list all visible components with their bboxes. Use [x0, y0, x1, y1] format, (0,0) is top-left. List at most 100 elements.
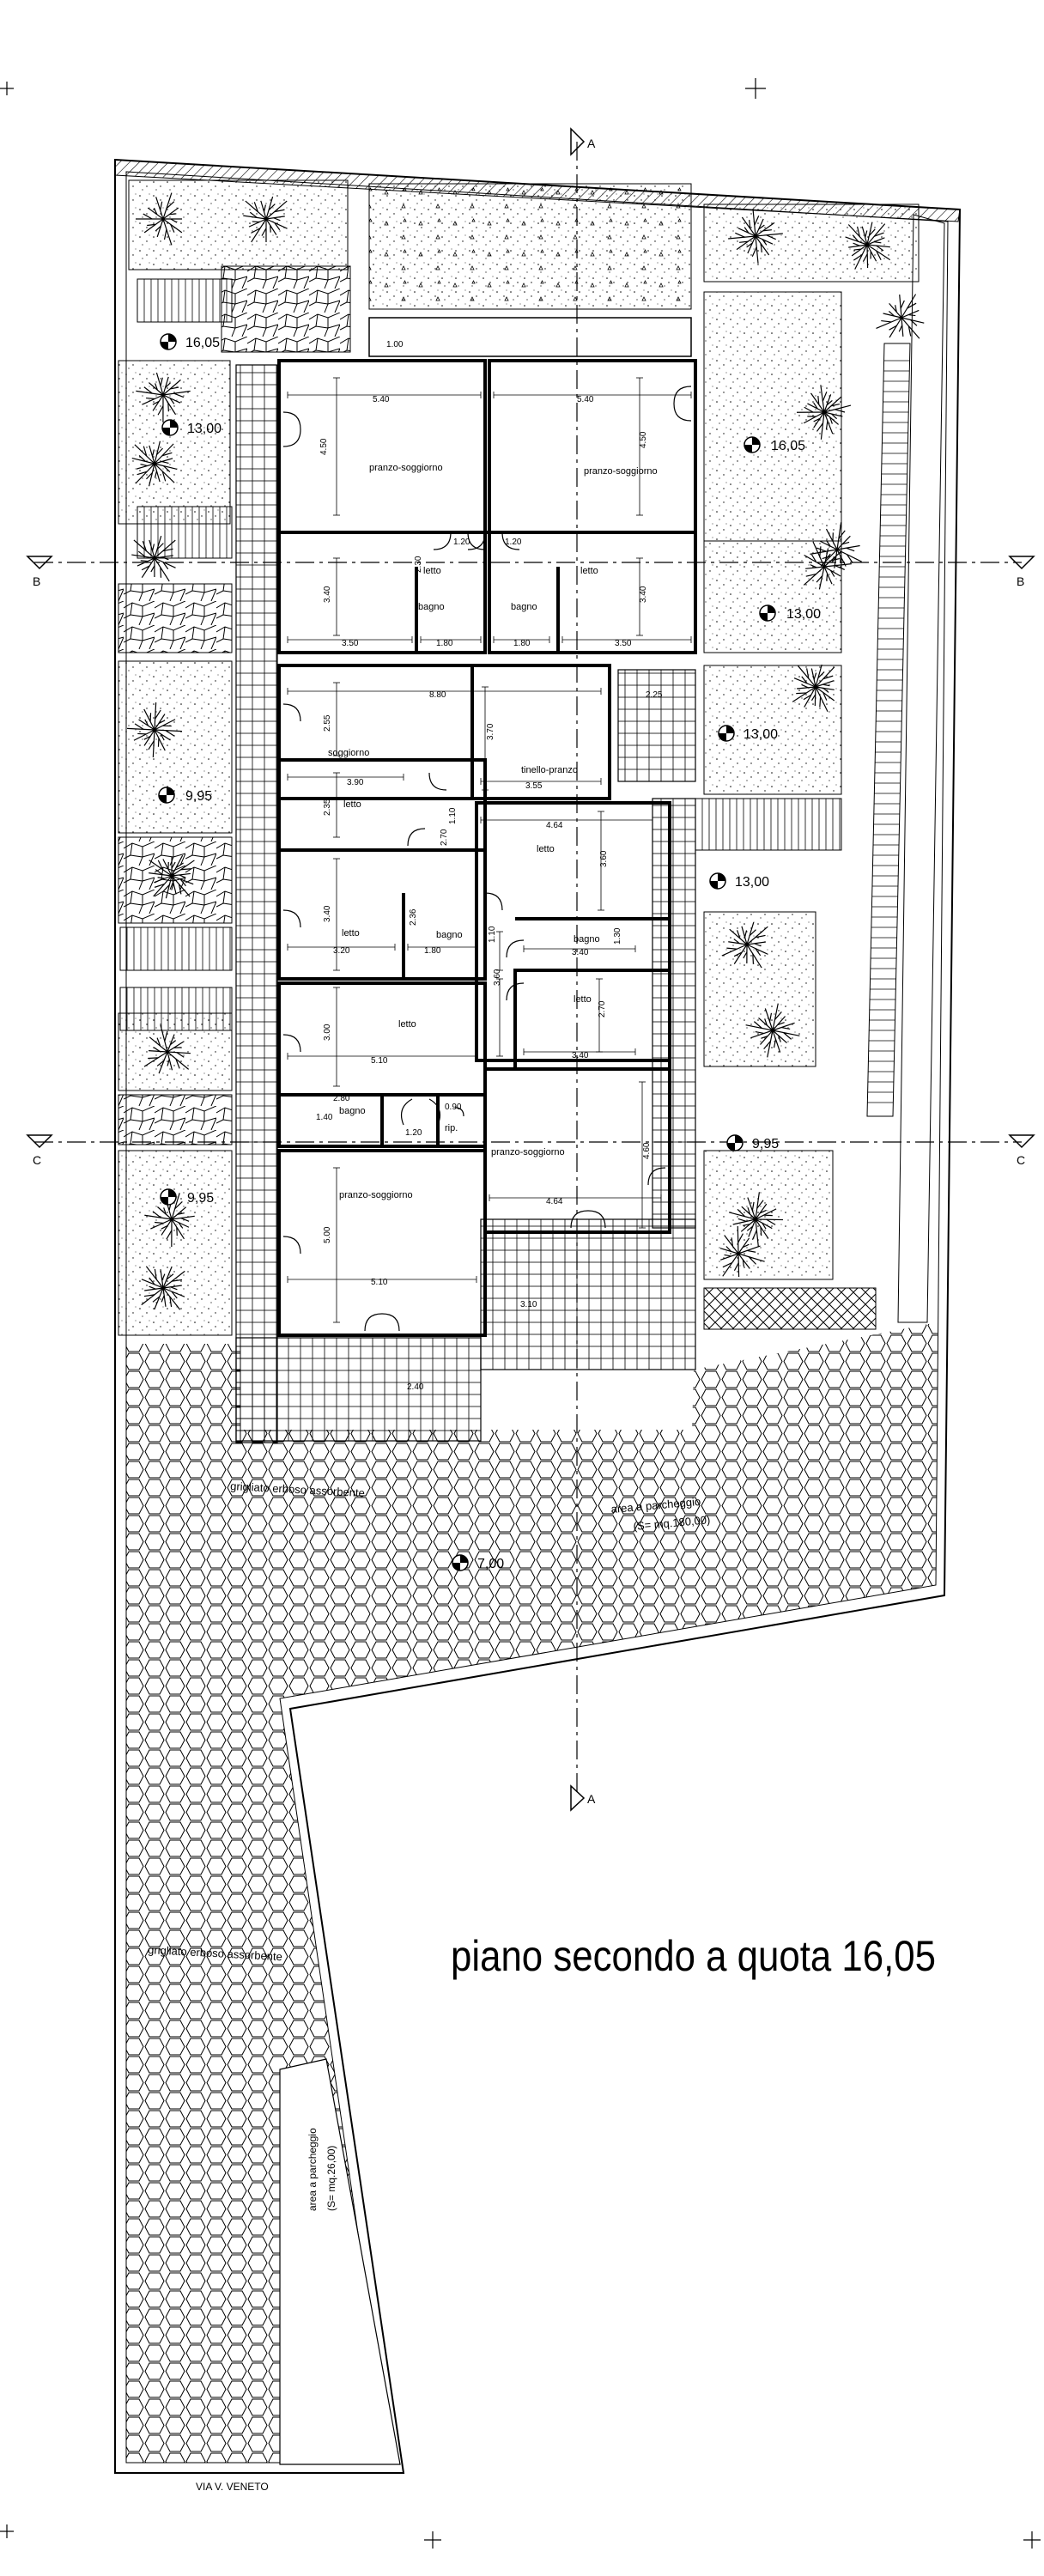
dim-label: 5.00: [323, 1226, 332, 1243]
room-tinello-pranzo: tinello-pranzo: [521, 765, 578, 775]
plant-icon: [728, 209, 783, 264]
trees-and-plants: [127, 192, 925, 1310]
plant-icon: [792, 664, 835, 713]
level-marker-icon: [718, 725, 735, 742]
room-labels: pranzo-soggiorno pranzo-soggiorno letto …: [328, 463, 658, 1200]
building-walls: [277, 359, 697, 1337]
tile-terrace-right: [480, 1218, 696, 1370]
dim-label: 1.20: [453, 538, 470, 547]
dim-label: 4.50: [639, 431, 648, 448]
tile-patch-upper: [617, 669, 696, 782]
room-pranzo-soggiorno-2: pranzo-soggiorno: [584, 466, 658, 477]
plant-icon: [810, 522, 862, 568]
level-label: 7,00: [477, 1557, 504, 1571]
grass-grid-paving: [126, 1322, 938, 2463]
plant-icon: [136, 372, 191, 423]
level-marker-icon: [759, 605, 776, 622]
dim-label: 2.30: [414, 556, 423, 573]
level-label: 13,00: [735, 875, 769, 890]
tile-band-left: [235, 364, 278, 1443]
garden-left-4: [118, 1150, 233, 1336]
tile-terrace-bottom: [235, 1337, 482, 1442]
room-bagno-4: bagno: [574, 934, 600, 945]
level-marker-icon: [726, 1134, 744, 1151]
level-marker-icon: [161, 419, 179, 436]
section-letter-a-top: A: [587, 137, 596, 150]
dim-label: 3.00: [323, 1024, 332, 1041]
dim-label: 5.40: [577, 395, 594, 404]
stone-wall-left-4: [118, 1094, 233, 1145]
plant-icon: [141, 1266, 185, 1310]
dim-label: 1.10: [488, 926, 497, 943]
doors: [282, 386, 692, 1332]
dim-label: 3.20: [333, 946, 350, 956]
level-marker-icon: [452, 1554, 469, 1571]
plant-icon: [719, 1225, 765, 1278]
room-letto-3: letto: [343, 799, 361, 810]
room-soggiorno: soggiorno: [328, 748, 369, 758]
tile-band-right: [652, 798, 696, 1229]
plant-icon: [796, 385, 852, 440]
dim-label: 5.40: [373, 395, 390, 404]
dim-label: 2.36: [409, 908, 418, 926]
plant-icon: [131, 535, 176, 582]
dim-label: 2.70: [440, 829, 449, 846]
dim-label: 3.70: [486, 723, 495, 740]
dim-label: 1.20: [505, 538, 522, 547]
room-letto-2: letto: [580, 566, 598, 576]
dim-label: 1.00: [386, 340, 404, 349]
plant-icon: [803, 541, 852, 590]
plant-icon: [149, 854, 195, 899]
room-letto-4: letto: [537, 844, 555, 854]
garden-right-1: [703, 291, 842, 542]
dimension-labels: 1.00 5.40 5.40 4.50 4.50 1.20 1.20 3.40 …: [316, 340, 663, 1392]
dim-label: 2.70: [598, 1000, 607, 1018]
dim-label: 3.40: [572, 1051, 589, 1060]
plant-icon: [721, 921, 768, 969]
dim-label: 4.60: [642, 1142, 652, 1159]
right-staircase: [866, 214, 945, 1323]
plant-icon: [143, 1024, 191, 1074]
level-markers: [158, 333, 776, 1571]
level-label: 13,00: [786, 607, 821, 622]
dim-label: 3.60: [599, 850, 609, 867]
level-label: 16,05: [185, 336, 220, 350]
room-letto-1: letto: [423, 566, 441, 576]
dim-label: 3.50: [342, 639, 359, 648]
dim-label: 0.90: [445, 1103, 462, 1112]
garden-right-4: [703, 911, 816, 1067]
garden-top-right: [703, 204, 920, 283]
small-parking-label: area a parcheggio: [307, 2128, 319, 2211]
room-bagno-3: bagno: [436, 930, 463, 940]
dim-label: 4.50: [319, 438, 329, 455]
dim-label: 3.90: [347, 778, 364, 787]
room-pranzo-soggiorno-1: pranzo-soggiorno: [369, 463, 443, 473]
level-label: 13,00: [187, 422, 222, 436]
room-letto-6: letto: [574, 994, 592, 1005]
plant-icon: [745, 1003, 800, 1058]
plan-title: piano secondo a quota 16,05: [451, 1932, 936, 1980]
dim-label: 4.64: [546, 821, 563, 830]
dim-label: 3.40: [323, 905, 332, 922]
level-labels: 16,05 13,00 16,05 13,00 13,00 9,95 13,00…: [185, 336, 821, 1571]
dim-label: 2.55: [323, 714, 332, 732]
dim-label: 3.50: [615, 639, 632, 648]
walkway-top: [368, 317, 692, 357]
garden-right-2: [703, 540, 842, 653]
dim-label: 5.10: [371, 1056, 388, 1066]
level-label: 16,05: [771, 439, 805, 453]
room-letto-7: letto: [398, 1019, 416, 1030]
small-parking-area: [279, 2058, 401, 2465]
section-axes: [34, 142, 1022, 1795]
dim-label: 3.60: [493, 969, 502, 986]
room-pranzo-soggiorno-4: pranzo-soggiorno: [339, 1190, 413, 1200]
plant-icon: [136, 192, 183, 246]
room-bagno-5: bagno: [339, 1106, 366, 1116]
room-bagno-2: bagno: [511, 602, 537, 612]
dim-label: 4.64: [546, 1197, 563, 1206]
room-letto-5: letto: [342, 928, 360, 939]
dim-label: 3.40: [639, 586, 648, 603]
section-markers: [26, 127, 1035, 1812]
dim-label: 3.40: [572, 948, 589, 957]
